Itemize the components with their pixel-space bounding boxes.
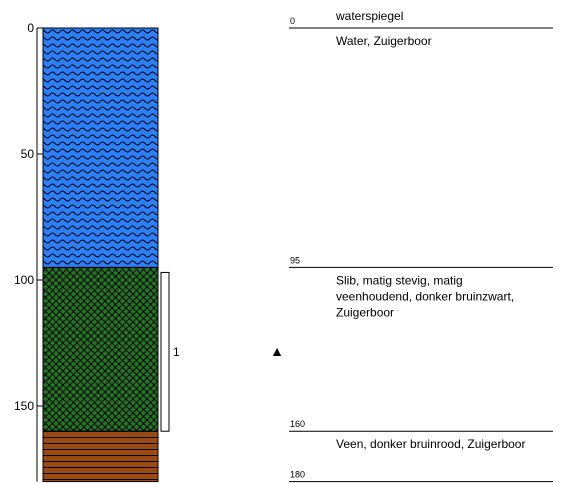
- layer-description-line: Slib, matig stevig, matig: [336, 273, 463, 287]
- soil-layer-water: [42, 27, 159, 268]
- axis-tick-label: 50: [21, 147, 35, 161]
- soil-column: [42, 27, 159, 483]
- sample-label: 1: [173, 345, 180, 359]
- layer-description-line: Veen, donker bruinrood, Zuigerboor: [336, 437, 525, 451]
- boundary-depth-label: 180: [290, 470, 305, 480]
- layer-description-line: veenhoudend, donker bruinzwart,: [336, 289, 514, 303]
- depth-axis: 0 50 100 150: [14, 21, 43, 482]
- layer-description-line: Zuigerboor: [336, 305, 394, 319]
- soil-layer-veen: [42, 430, 159, 483]
- sample-bracket: 1: [160, 271, 180, 432]
- triangle-marker-icon: ▲: [270, 343, 284, 359]
- soil-layer-slib: [42, 266, 159, 432]
- sample-box: [160, 271, 170, 432]
- axis-tick-label: 100: [14, 273, 34, 287]
- axis-tick-label: 0: [27, 21, 34, 35]
- boundary-depth-label: 0: [290, 16, 295, 26]
- boundary-depth-label: 95: [290, 255, 300, 265]
- boundary-depth-label: 160: [290, 419, 305, 429]
- water-level-marker: ▲: [270, 343, 284, 359]
- layer-description-line: waterspiegel: [335, 9, 403, 23]
- layer-description-line: Water, Zuigerboor: [336, 34, 432, 48]
- axis-tick-label: 150: [14, 399, 34, 413]
